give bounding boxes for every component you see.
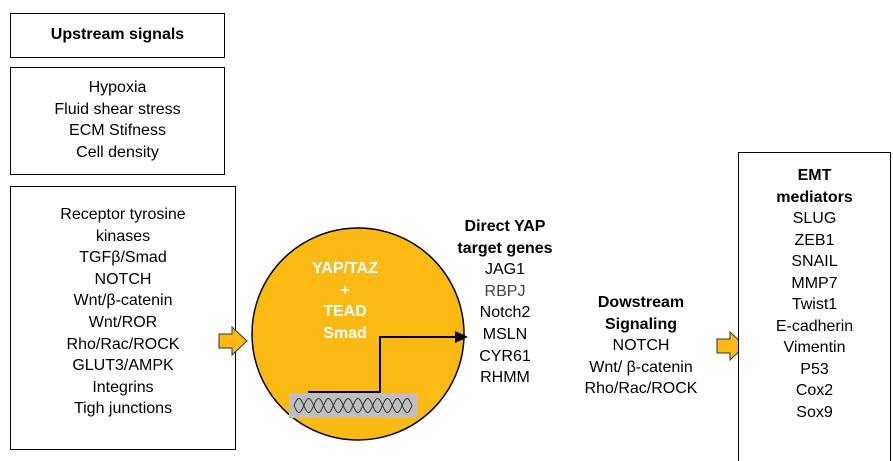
mechanical-item: Hypoxia: [88, 79, 147, 96]
direct-target-genes: Direct YAP target genes JAG1 RBPJ Notch2…: [440, 216, 570, 389]
upstream-title: Upstream signals: [50, 26, 185, 43]
biochemical-item: Integrins: [92, 378, 154, 396]
target-gene: RBPJ: [484, 282, 526, 300]
biochemical-item: kinases: [95, 227, 151, 245]
mechanical-item: Fluid shear stress: [54, 100, 181, 118]
targets-title: Direct YAP: [464, 218, 546, 235]
biochemical-signals-box: Receptor tyrosine kinases TGFβ/Smad NOTC…: [10, 186, 236, 450]
biochemical-item: Receptor tyrosine: [60, 206, 186, 223]
mechanical-item: Cell density: [76, 143, 159, 161]
target-gene: MSLN: [482, 325, 528, 343]
upstream-title-box: Upstream signals: [10, 13, 225, 58]
downstream-title: Dowstream: [597, 294, 685, 311]
emt-item: Vimentin: [783, 339, 846, 356]
core-line: YAP/TAZ: [312, 260, 378, 277]
transcription-arrowhead-icon: [455, 331, 468, 343]
emt-mediators-box: EMT mediators SLUG ZEB1 SNAIL MMP7 Twist…: [738, 152, 891, 461]
biochemical-item: Wnt/ROR: [88, 313, 158, 331]
downstream-item: NOTCH: [612, 337, 670, 354]
yap-taz-circle: [251, 227, 465, 441]
emt-item: SNAIL: [791, 253, 838, 270]
transcription-arrow: [308, 336, 458, 393]
emt-title: mediators: [776, 188, 853, 206]
emt-item: E-cadherin: [775, 317, 854, 335]
emt-item: Cox2: [795, 382, 834, 399]
core-line: +: [340, 281, 350, 299]
mechanical-cues-box: Hypoxia Fluid shear stress ECM Stifness …: [10, 67, 225, 175]
target-gene: JAG1: [484, 261, 525, 279]
core-line: Smad: [323, 324, 367, 342]
downstream-item: Rho/Rac/ROCK: [584, 380, 698, 397]
biochemical-item: Tigh junctions: [73, 400, 173, 418]
emt-item: Sox9: [796, 403, 833, 421]
emt-item: Twist1: [791, 296, 838, 313]
target-gene: RHMM: [480, 369, 530, 387]
downstream-signaling: Dowstream Signaling NOTCH Wnt/ β-catenin…: [560, 292, 722, 400]
biochemical-item: GLUT3/AMPK: [72, 357, 174, 375]
biochemical-item: NOTCH: [94, 270, 152, 288]
downstream-to-emt-arrow-icon: [716, 330, 746, 362]
biochemical-item: TGFβ/Smad: [79, 249, 167, 267]
biochemical-item: Wnt/β-catenin: [73, 292, 173, 310]
downstream-title: Signaling: [605, 315, 677, 333]
emt-title: EMT: [797, 167, 832, 184]
dna-helix-icon: [293, 397, 413, 414]
emt-item: MMP7: [791, 274, 838, 292]
mechanical-item: ECM Stifness: [69, 122, 166, 140]
upstream-to-core-arrow-icon: [218, 325, 248, 357]
emt-item: P53: [800, 360, 829, 378]
emt-item: ZEB1: [794, 231, 835, 249]
targets-title: target genes: [457, 239, 553, 257]
emt-item: SLUG: [792, 210, 837, 227]
target-gene: Notch2: [479, 304, 531, 322]
downstream-item: Wnt/ β-catenin: [589, 358, 693, 376]
target-gene: CYR61: [479, 347, 531, 365]
biochemical-item: Rho/Rac/ROCK: [66, 335, 180, 353]
yap-taz-tead-smad-label: YAP/TAZ + TEAD Smad: [303, 258, 387, 344]
core-line: TEAD: [323, 303, 367, 320]
